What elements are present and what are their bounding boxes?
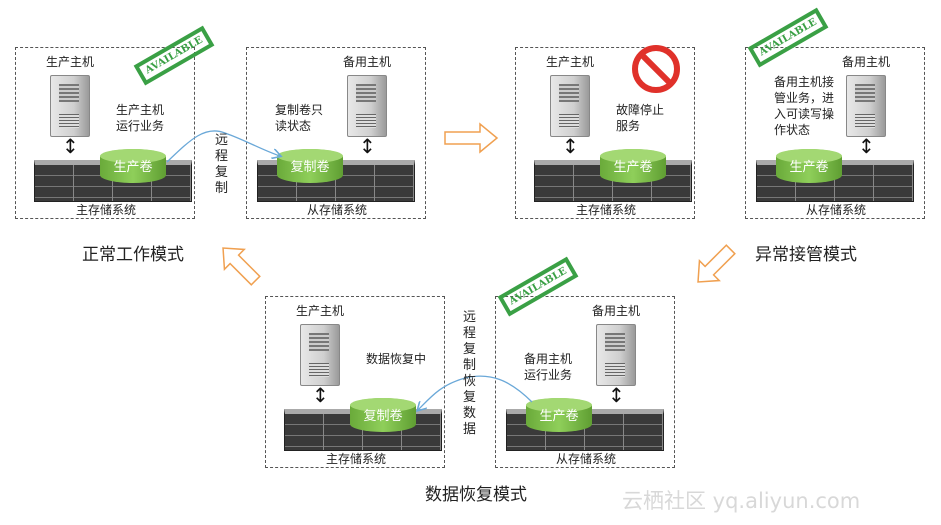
- host-label: 生产主机: [546, 55, 595, 69]
- server-icon: [50, 75, 90, 137]
- server-icon: [300, 324, 340, 386]
- storage-label: 主存储系统: [325, 452, 386, 466]
- arrow-down-left-icon: [697, 244, 736, 283]
- volume-cylinder: 生产卷: [100, 149, 166, 183]
- panel-normal-backup: 备用主机 ↕ 复制卷 复制卷只 读状态 从存储系统: [246, 47, 426, 219]
- mode-failover-label: 异常接管模式: [755, 245, 857, 265]
- panel-failover-primary: 生产主机 ↕ 生产卷 故障停止 服务 主存储系统: [515, 47, 695, 219]
- bidirectional-arrow-icon: ↕: [359, 134, 376, 158]
- host-label: 生产主机: [46, 55, 95, 69]
- panel-recovery-primary: 生产主机 ↕ 复制卷 数据恢复中 主存储系统: [265, 296, 445, 468]
- bidirectional-arrow-icon: ↕: [312, 383, 329, 407]
- server-icon: [347, 75, 387, 137]
- status-note: 备用主机 运行业务: [524, 352, 573, 382]
- host-label: 备用主机: [343, 55, 392, 69]
- remote-copy-label: 远 程 复 制: [215, 133, 229, 196]
- server-icon: [550, 75, 590, 137]
- watermark: 云栖社区 yq.aliyun.com: [622, 489, 861, 513]
- volume-label: 复制卷: [363, 409, 403, 424]
- volume-label: 生产卷: [113, 160, 153, 175]
- volume-cylinder: 生产卷: [600, 149, 666, 183]
- status-note: 备用主机接 管业务，进 入可读写操 作状态: [774, 75, 835, 137]
- remote-restore-curve: [418, 375, 533, 410]
- volume-label: 生产卷: [539, 409, 579, 424]
- volume-cylinder: 复制卷: [350, 398, 416, 432]
- server-icon: [846, 75, 886, 137]
- volume-cylinder: 复制卷: [277, 149, 343, 183]
- bidirectional-arrow-icon: ↕: [62, 134, 79, 158]
- remote-restore-label: 远 程 复 制 恢 复 数 据: [463, 310, 477, 437]
- remote-copy-curve: [166, 130, 280, 163]
- arrow-right-icon: [444, 122, 499, 154]
- storage-label: 从存储系统: [555, 452, 616, 466]
- status-note: 复制卷只 读状态: [275, 103, 324, 133]
- storage-label: 从存储系统: [306, 203, 367, 217]
- volume-cylinder: 生产卷: [776, 149, 842, 183]
- storage-label: 主存储系统: [575, 203, 636, 217]
- server-icon: [596, 324, 636, 386]
- host-label: 生产主机: [296, 304, 345, 318]
- bidirectional-arrow-icon: ↕: [608, 383, 625, 407]
- volume-label: 复制卷: [290, 160, 330, 175]
- mode-recovery-label: 数据恢复模式: [425, 485, 527, 505]
- storage-label: 从存储系统: [805, 203, 866, 217]
- stop-sign-icon: [632, 45, 680, 93]
- status-note: 故障停止 服务: [616, 103, 665, 133]
- bidirectional-arrow-icon: ↕: [858, 134, 875, 158]
- host-label: 备用主机: [842, 55, 891, 69]
- bidirectional-arrow-icon: ↕: [562, 134, 579, 158]
- host-label: 备用主机: [592, 304, 641, 318]
- storage-label: 主存储系统: [75, 203, 136, 217]
- volume-label: 生产卷: [789, 160, 829, 175]
- status-note: 数据恢复中: [366, 352, 427, 366]
- status-note: 生产主机 运行业务: [116, 103, 165, 133]
- mode-normal-label: 正常工作模式: [82, 245, 184, 265]
- volume-label: 生产卷: [613, 160, 653, 175]
- volume-cylinder: 生产卷: [526, 398, 592, 432]
- arrow-up-left-icon: [222, 247, 261, 286]
